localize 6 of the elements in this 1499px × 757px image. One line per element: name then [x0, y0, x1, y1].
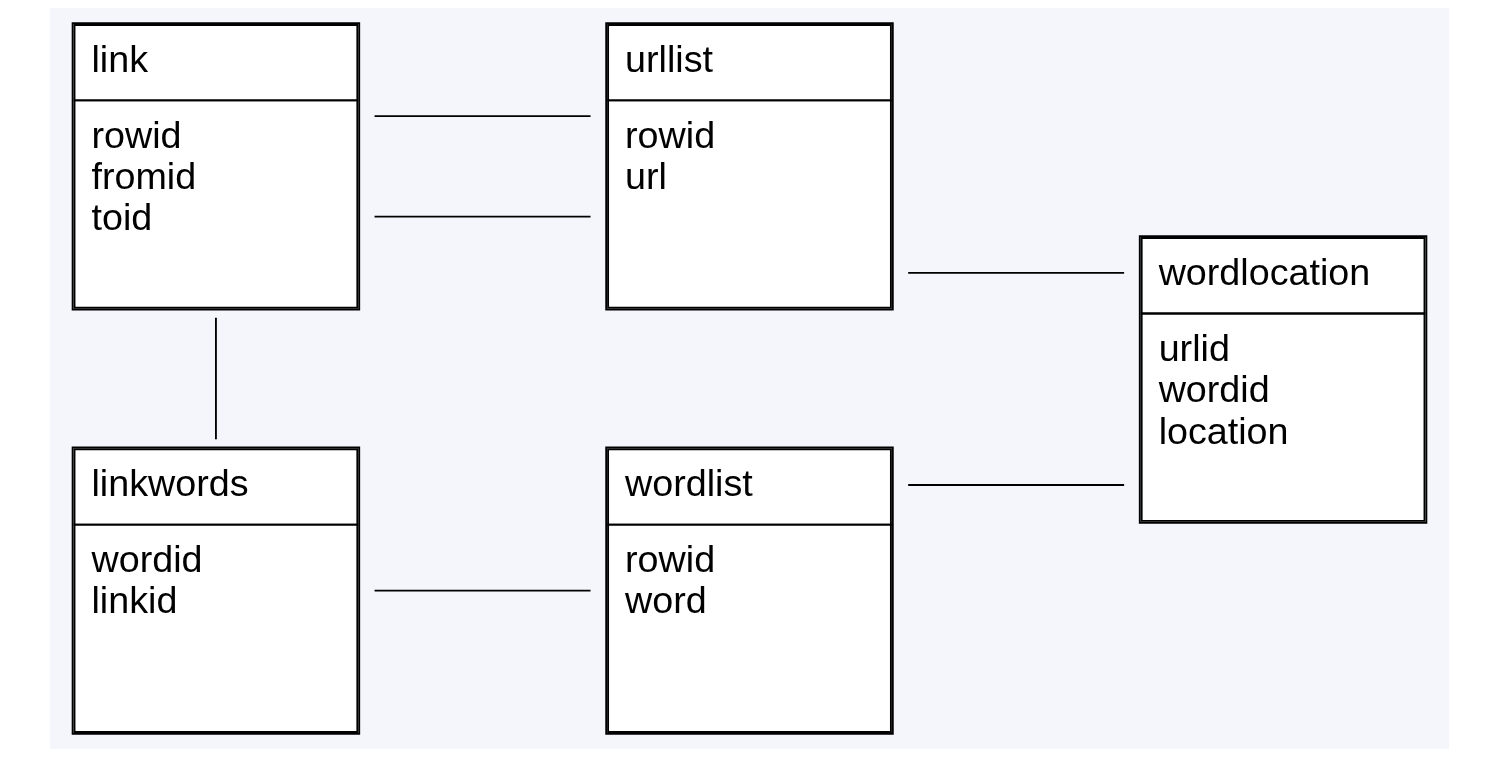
- connector: [373, 215, 592, 218]
- connector: [907, 484, 1126, 486]
- connector: [373, 589, 592, 592]
- connector: [214, 316, 217, 441]
- connector: [907, 271, 1126, 274]
- connector: [373, 115, 592, 118]
